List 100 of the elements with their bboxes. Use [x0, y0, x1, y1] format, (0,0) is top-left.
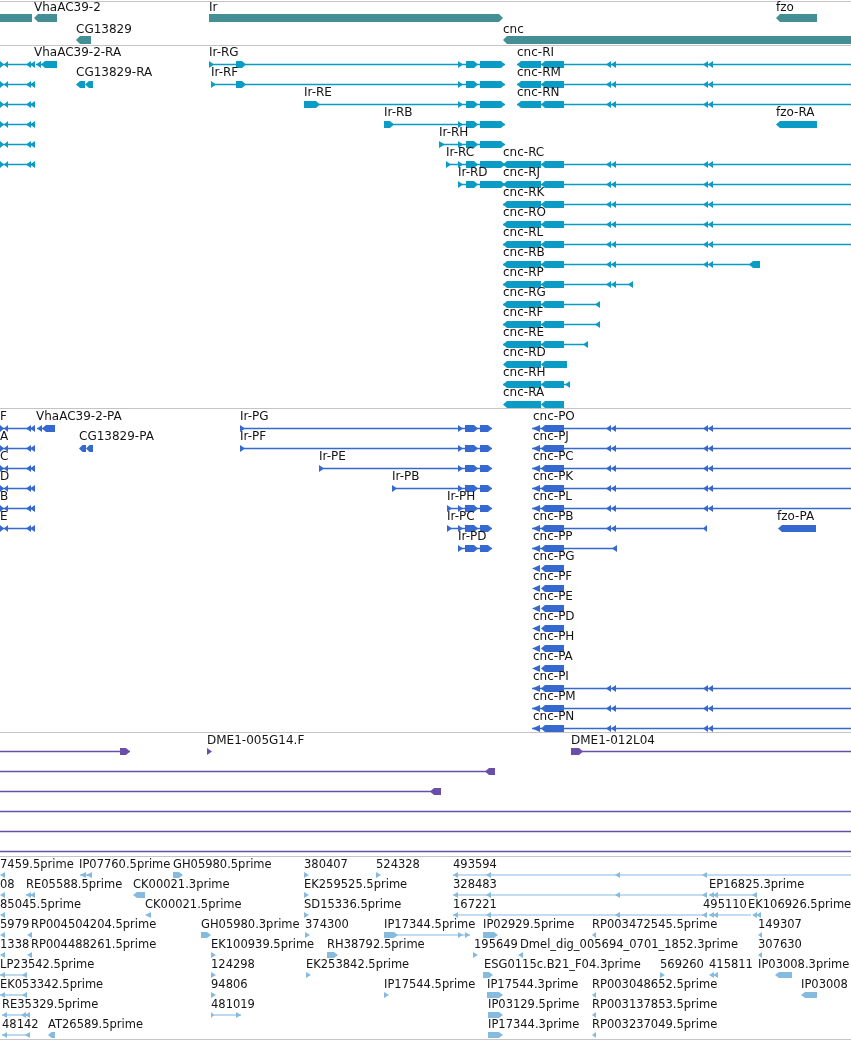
feature-name: cnc-RB [503, 246, 545, 259]
feature-name: 195649 [474, 938, 518, 951]
feature-name: cnc-PO [533, 410, 575, 423]
feature-name: CG13829-PA [79, 430, 154, 443]
feature-name: Ir [209, 1, 218, 14]
feature-name: fzo [776, 1, 794, 14]
feature-name: 94806 [211, 978, 248, 991]
feature-name: cnc-RD [503, 346, 546, 359]
feature-name: IP17344.5prime [384, 918, 476, 931]
feature-name: GH05980.5prime [173, 858, 272, 871]
feature-name: IP03008.3prime [758, 958, 850, 971]
feature-name: cnc-RJ [503, 166, 540, 179]
feature-name: Ir-PE [319, 450, 346, 463]
feature-name: cnc-PJ [533, 430, 569, 443]
feature-name: RP003472545.5prime [592, 918, 718, 931]
feature-name: IP17544.5prime [384, 978, 476, 991]
feature-name: cnc-PG [533, 550, 575, 563]
feature-name: 569260 [660, 958, 704, 971]
feature-name: C [0, 450, 9, 463]
feature-name: Ir-RF [211, 66, 239, 79]
feature-name: DME1-012L04 [571, 734, 655, 747]
feature-name: IP17544.3prime [487, 978, 579, 991]
feature-name: RE05588.5prime [26, 878, 123, 891]
feature-name: cnc-PP [533, 530, 573, 543]
feature-name: RP003048652.5prime [592, 978, 718, 991]
feature-name: cnc-PI [533, 670, 569, 683]
feature-name: cnc-RP [503, 266, 544, 279]
feature-name: Ir-PG [240, 410, 269, 423]
feature-name: EP16825.3prime [709, 878, 805, 891]
feature-name: 415811 [709, 958, 753, 971]
feature-name: cnc-RN [517, 86, 560, 99]
feature-name: 328483 [453, 878, 497, 891]
feature-name: CK00021.3prime [133, 878, 230, 891]
feature-name: cnc-RM [517, 66, 561, 79]
feature-name: cnc-PM [533, 690, 576, 703]
feature-name: 167221 [453, 898, 497, 911]
feature-name: cnc-RK [503, 186, 545, 199]
feature-name: 08 [0, 878, 15, 891]
feature-name: B [0, 490, 9, 503]
feature-name: Ir-PC [447, 510, 475, 523]
feature-name: Ir-PB [392, 470, 420, 483]
feature-name: Dmel_dig_005694_0701_1852.3prime [520, 938, 739, 951]
feature-name: LP23542.5prime [0, 958, 95, 971]
feature-name: cnc-PF [533, 570, 573, 583]
feature-name: 7459.5prime [0, 858, 74, 871]
feature-name: fzo-PA [777, 510, 815, 523]
feature-name: RE35329.5prime [2, 998, 99, 1011]
feature-name: RP004504204.5prime [31, 918, 157, 931]
feature-name: 380407 [304, 858, 348, 871]
feature-name: EK253842.5prime [306, 958, 410, 971]
feature-name: cnc-RA [503, 386, 545, 399]
feature-name: E [0, 510, 8, 523]
feature-name: RP003237049.5prime [592, 1018, 718, 1031]
feature-name: cnc-PB [533, 510, 574, 523]
feature-name: cnc-RE [503, 326, 545, 339]
feature-name: cnc-PK [533, 470, 574, 483]
feature-name: RP003137853.5prime [592, 998, 718, 1011]
feature-name: D [0, 470, 10, 483]
feature-name: DME1-005G14.F [207, 734, 305, 747]
feature-name: CG13829-RA [76, 66, 153, 79]
feature-name: 85045.5prime [0, 898, 82, 911]
feature-name: 493594 [453, 858, 497, 871]
feature-name: AT26589.5prime [48, 1018, 144, 1031]
feature-name: EK106926.5prime [748, 898, 851, 911]
feature-name: 307630 [758, 938, 802, 951]
feature-name: Ir-RD [458, 166, 488, 179]
feature-name: VhaAC39-2 [34, 1, 101, 14]
feature-name: Ir-RB [384, 106, 413, 119]
feature-name: cnc-RL [503, 226, 544, 239]
feature-name: cnc-PH [533, 630, 575, 643]
feature-name: GH05980.3prime [201, 918, 300, 931]
feature-name: IP03008 [801, 978, 848, 991]
feature-name: cnc-RO [503, 206, 546, 219]
feature-name: fzo-RA [776, 106, 815, 119]
feature-name: IP02929.5prime [483, 918, 575, 931]
feature-name: Ir-RG [209, 46, 239, 59]
feature-name: 524328 [376, 858, 420, 871]
feature-name: 48142 [2, 1018, 39, 1031]
feature-name: CK00021.5prime [145, 898, 242, 911]
feature-name: RP004488261.5prime [31, 938, 157, 951]
feature-name: EK053342.5prime [0, 978, 104, 991]
feature-name: cnc-PE [533, 590, 573, 603]
feature-name: cnc-RI [517, 46, 554, 59]
feature-name: ESG0115c.B21_F04.3prime [484, 958, 641, 971]
feature-name: EK100939.5prime [211, 938, 315, 951]
feature-name: 149307 [758, 918, 802, 931]
feature-name: A [0, 430, 9, 443]
feature-name: VhaAC39-2-RA [34, 46, 122, 59]
feature-name: cnc-PL [533, 490, 573, 503]
feature-name: cnc-RG [503, 286, 546, 299]
feature-name: IP03129.5prime [488, 998, 580, 1011]
feature-name: cnc-PA [533, 650, 573, 663]
feature-name: SD15336.5prime [304, 898, 402, 911]
feature-name: cnc [503, 23, 524, 36]
feature-name: RH38792.5prime [327, 938, 425, 951]
feature-name: 495110 [703, 898, 747, 911]
feature-name: IP17344.3prime [488, 1018, 580, 1031]
feature-name: cnc-RC [503, 146, 545, 159]
feature-name: F [0, 410, 7, 423]
feature-name: 5979 [0, 918, 30, 931]
